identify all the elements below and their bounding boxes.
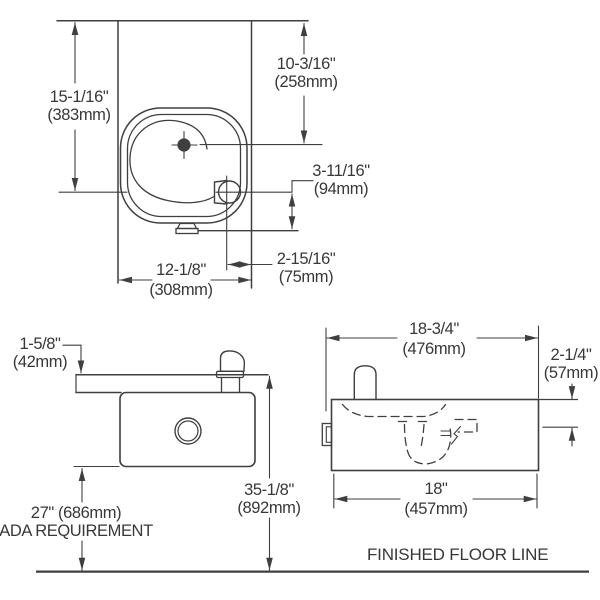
side-view-drawing [62,344,273,571]
dim-front-apron-depth: 2-1/4" (57mm) [543,346,599,382]
bubbler-plan-guard [213,179,228,205]
basin-bowl-contour [129,119,215,204]
front-tab [176,222,198,230]
basin-outer-rim [119,107,248,224]
push-button-inner [177,420,199,442]
hidden-plumbing [341,403,478,465]
bubbler-head [219,350,246,372]
side-body-outline [119,391,256,468]
front-tab-base [175,227,199,235]
hidden-basin-bottom [341,403,447,418]
hidden-tailpiece-left [403,423,409,452]
hidden-waste-stub [454,418,478,433]
trap-arm-mark [450,425,462,445]
basin-inner-rim [126,113,242,218]
push-button-outer [174,417,202,445]
dim-side-ada-clearance: 27" (686mm) ADA REQUIREMENT [0,504,153,540]
dim-top-height-to-bubbler: 15-1/16" (383mm) [47,88,111,124]
front-body-outline [330,398,540,472]
side-bracket-inner [325,426,333,443]
dim-front-overall-width: 18-3/4" (476mm) [402,320,466,358]
dim-front-body-width: 18" (457mm) [404,480,468,518]
leader-3-11-16 [291,180,314,193]
dim-top-bubbler-to-front: 3-11/16" (94mm) [312,162,370,198]
dim-side-rim-height: 35-1/8" (892mm) [237,481,301,517]
front-view-drawing [321,325,579,509]
dim-top-bubbler-to-side: 2-15/16" (75mm) [276,250,336,286]
finished-floor-line-label: FINISHED FLOOR LINE [367,545,549,564]
top-view-drawing [56,19,323,289]
dim-top-overall-depth: 12-1/8" (308mm) [149,261,213,299]
dim-top-depth-to-drain: 10-3/16" (258mm) [274,55,338,91]
bubbler-front [353,365,377,401]
dim-side-bubbler-projection: 1-5/8" (42mm) [12,335,68,371]
hidden-trap-loop [406,427,452,465]
hidden-tailpiece-right [420,423,425,448]
